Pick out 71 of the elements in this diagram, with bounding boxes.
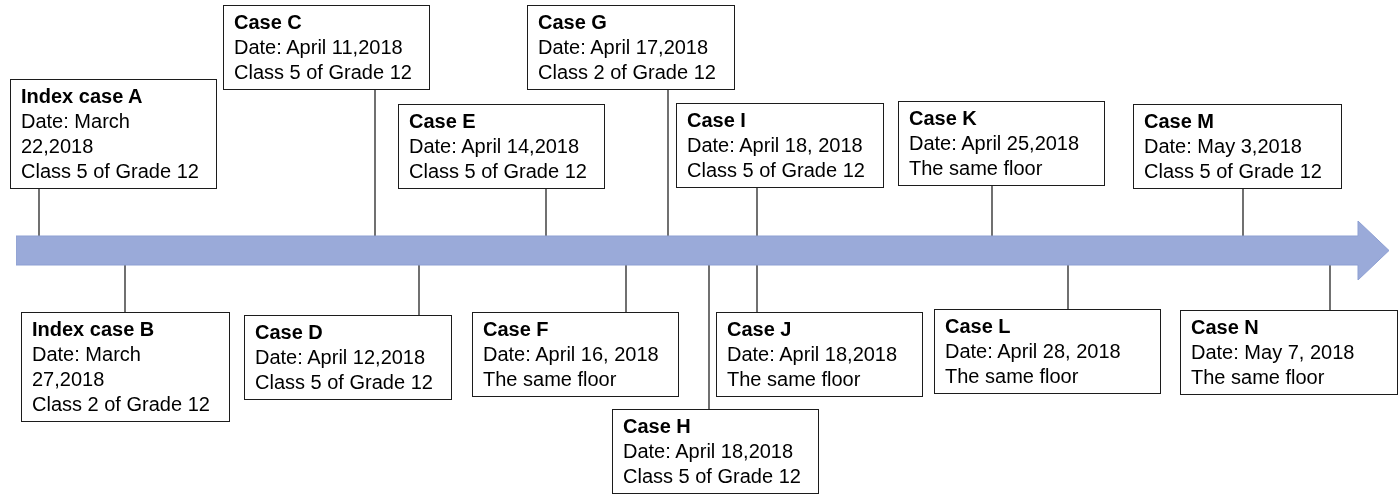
leader-line bbox=[667, 89, 669, 237]
case-detail: The same floor bbox=[909, 156, 1043, 181]
case-title: Case K bbox=[909, 106, 977, 131]
leader-line bbox=[545, 188, 547, 237]
case-card bbox=[398, 104, 605, 189]
case-detail: The same floor bbox=[727, 367, 861, 392]
case-detail: Date: March 27,2018 bbox=[32, 342, 142, 392]
case-title: Case L bbox=[945, 314, 1011, 339]
leader-line bbox=[418, 264, 420, 316]
case-detail: The same floor bbox=[945, 364, 1079, 389]
case-card bbox=[223, 5, 430, 90]
case-card bbox=[898, 101, 1105, 186]
case-detail: Date: March 22,2018 bbox=[21, 109, 131, 159]
case-card bbox=[1180, 310, 1398, 395]
case-title: Case M bbox=[1144, 109, 1215, 134]
case-title: Case C bbox=[234, 10, 302, 35]
case-detail: Class 5 of Grade 12 bbox=[255, 370, 433, 395]
leader-line bbox=[708, 264, 710, 410]
case-detail: Class 5 of Grade 12 bbox=[234, 60, 412, 85]
leader-line bbox=[756, 264, 758, 313]
leader-line bbox=[374, 89, 376, 237]
case-title: Case J bbox=[727, 317, 792, 342]
case-card bbox=[676, 103, 884, 188]
case-detail: Date: April 25,2018 bbox=[909, 131, 1080, 156]
case-detail: Date: April 18, 2018 bbox=[687, 133, 863, 158]
leader-line bbox=[38, 188, 40, 237]
case-detail: Class 5 of Grade 12 bbox=[687, 158, 865, 183]
case-title: Case D bbox=[255, 320, 323, 345]
case-detail: Date: April 16, 2018 bbox=[483, 342, 659, 367]
case-detail: Class 2 of Grade 12 bbox=[538, 60, 716, 85]
case-detail: The same floor bbox=[483, 367, 617, 392]
case-detail: Date: April 14,2018 bbox=[409, 134, 580, 159]
case-card bbox=[1133, 104, 1342, 189]
case-detail: Date: May 7, 2018 bbox=[1191, 340, 1355, 365]
case-detail: Date: April 18,2018 bbox=[623, 439, 794, 464]
case-title: Case F bbox=[483, 317, 549, 342]
case-detail: Date: April 12,2018 bbox=[255, 345, 426, 370]
case-detail: Date: May 3,2018 bbox=[1144, 134, 1302, 159]
case-card bbox=[21, 312, 230, 422]
case-detail: Class 2 of Grade 12 bbox=[32, 392, 210, 417]
case-detail: Date: April 11,2018 bbox=[234, 35, 403, 60]
case-title: Case H bbox=[623, 414, 691, 439]
case-card bbox=[472, 312, 679, 397]
leader-line bbox=[991, 185, 993, 237]
case-card bbox=[612, 409, 819, 494]
leader-line bbox=[1242, 188, 1244, 237]
case-detail: Date: April 17,2018 bbox=[538, 35, 709, 60]
case-card bbox=[934, 309, 1161, 394]
case-title: Case E bbox=[409, 109, 476, 134]
case-title: Case I bbox=[687, 108, 746, 133]
case-detail: The same floor bbox=[1191, 365, 1325, 390]
case-title: Index case A bbox=[21, 84, 143, 109]
leader-line bbox=[1067, 264, 1069, 310]
case-detail: Date: April 28, 2018 bbox=[945, 339, 1121, 364]
case-card bbox=[10, 79, 217, 189]
case-card bbox=[716, 312, 923, 397]
case-detail: Class 5 of Grade 12 bbox=[1144, 159, 1322, 184]
case-title: Case N bbox=[1191, 315, 1259, 340]
case-title: Index case B bbox=[32, 317, 155, 342]
leader-line bbox=[756, 187, 758, 237]
case-card bbox=[527, 5, 735, 90]
case-detail: Class 5 of Grade 12 bbox=[21, 159, 199, 184]
case-detail: Date: April 18,2018 bbox=[727, 342, 898, 367]
case-detail: Class 5 of Grade 12 bbox=[409, 159, 587, 184]
leader-line bbox=[1329, 264, 1331, 311]
case-detail: Class 5 of Grade 12 bbox=[623, 464, 801, 489]
timeline-arrow bbox=[16, 221, 1389, 280]
leader-line bbox=[625, 264, 627, 313]
case-title: Case G bbox=[538, 10, 607, 35]
leader-line bbox=[124, 264, 126, 313]
case-card bbox=[244, 315, 452, 400]
